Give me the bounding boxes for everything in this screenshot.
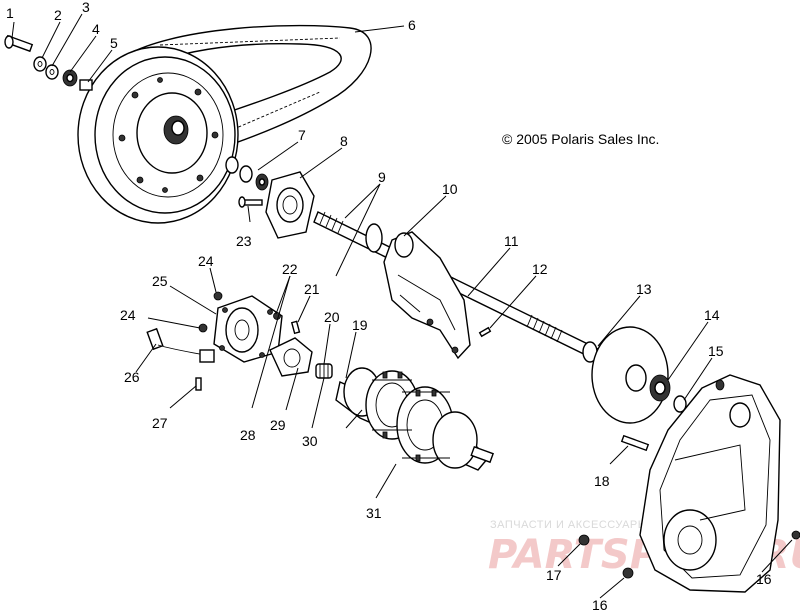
callout-9: 9 bbox=[378, 169, 386, 185]
callout-30: 30 bbox=[302, 433, 318, 449]
callout-11: 11 bbox=[504, 233, 519, 249]
callout-26: 26 bbox=[124, 369, 140, 385]
callout-5: 5 bbox=[110, 35, 118, 51]
gasket-plate bbox=[269, 337, 313, 377]
pin-12 bbox=[478, 326, 492, 338]
clutch-bolt-stack bbox=[4, 34, 93, 91]
callout-24b: 24 bbox=[120, 307, 136, 323]
callout-18: 18 bbox=[594, 473, 610, 489]
callout-14: 14 bbox=[704, 307, 720, 323]
speed-sensor bbox=[146, 327, 215, 391]
leader-lines bbox=[11, 13, 793, 599]
bearing-flange bbox=[265, 171, 315, 239]
callout-6: 6 bbox=[408, 17, 416, 33]
reverse-gear-assembly bbox=[335, 367, 495, 471]
callout-22: 22 bbox=[282, 261, 298, 277]
washer-stack bbox=[225, 156, 269, 191]
callout-7: 7 bbox=[298, 127, 306, 143]
callout-23: 23 bbox=[236, 233, 252, 249]
drive-clutch bbox=[77, 46, 239, 224]
callout-16a: 16 bbox=[756, 571, 772, 587]
callout-13: 13 bbox=[636, 281, 652, 297]
callout-8: 8 bbox=[340, 133, 348, 149]
callout-21: 21 bbox=[304, 281, 320, 297]
callout-15: 15 bbox=[708, 343, 724, 359]
callout-27: 27 bbox=[152, 415, 168, 431]
callout-19: 19 bbox=[352, 317, 368, 333]
callout-12: 12 bbox=[532, 261, 548, 277]
bolt-23 bbox=[238, 196, 263, 208]
callout-10: 10 bbox=[442, 181, 458, 197]
callout-1: 1 bbox=[6, 5, 14, 21]
callout-3: 3 bbox=[82, 0, 90, 15]
driven-sprocket-group bbox=[582, 326, 687, 424]
chaincase bbox=[578, 374, 800, 593]
callout-28: 28 bbox=[240, 427, 256, 443]
jackshaft-bracket bbox=[383, 231, 471, 360]
callout-2: 2 bbox=[54, 7, 62, 23]
callout-29: 29 bbox=[270, 417, 286, 433]
callout-20: 20 bbox=[324, 309, 340, 325]
callout-labels: 1 2 3 4 5 6 7 8 9 10 11 12 13 14 15 16 1… bbox=[6, 0, 772, 612]
callout-24a: 24 bbox=[198, 253, 214, 269]
copyright-notice: © 2005 Polaris Sales Inc. bbox=[502, 131, 659, 147]
callout-25: 25 bbox=[152, 273, 168, 289]
callout-4: 4 bbox=[92, 21, 100, 37]
needle-bearing bbox=[315, 363, 333, 379]
callout-31: 31 bbox=[366, 505, 382, 521]
callout-16b: 16 bbox=[592, 597, 608, 612]
callout-17: 17 bbox=[546, 567, 562, 583]
